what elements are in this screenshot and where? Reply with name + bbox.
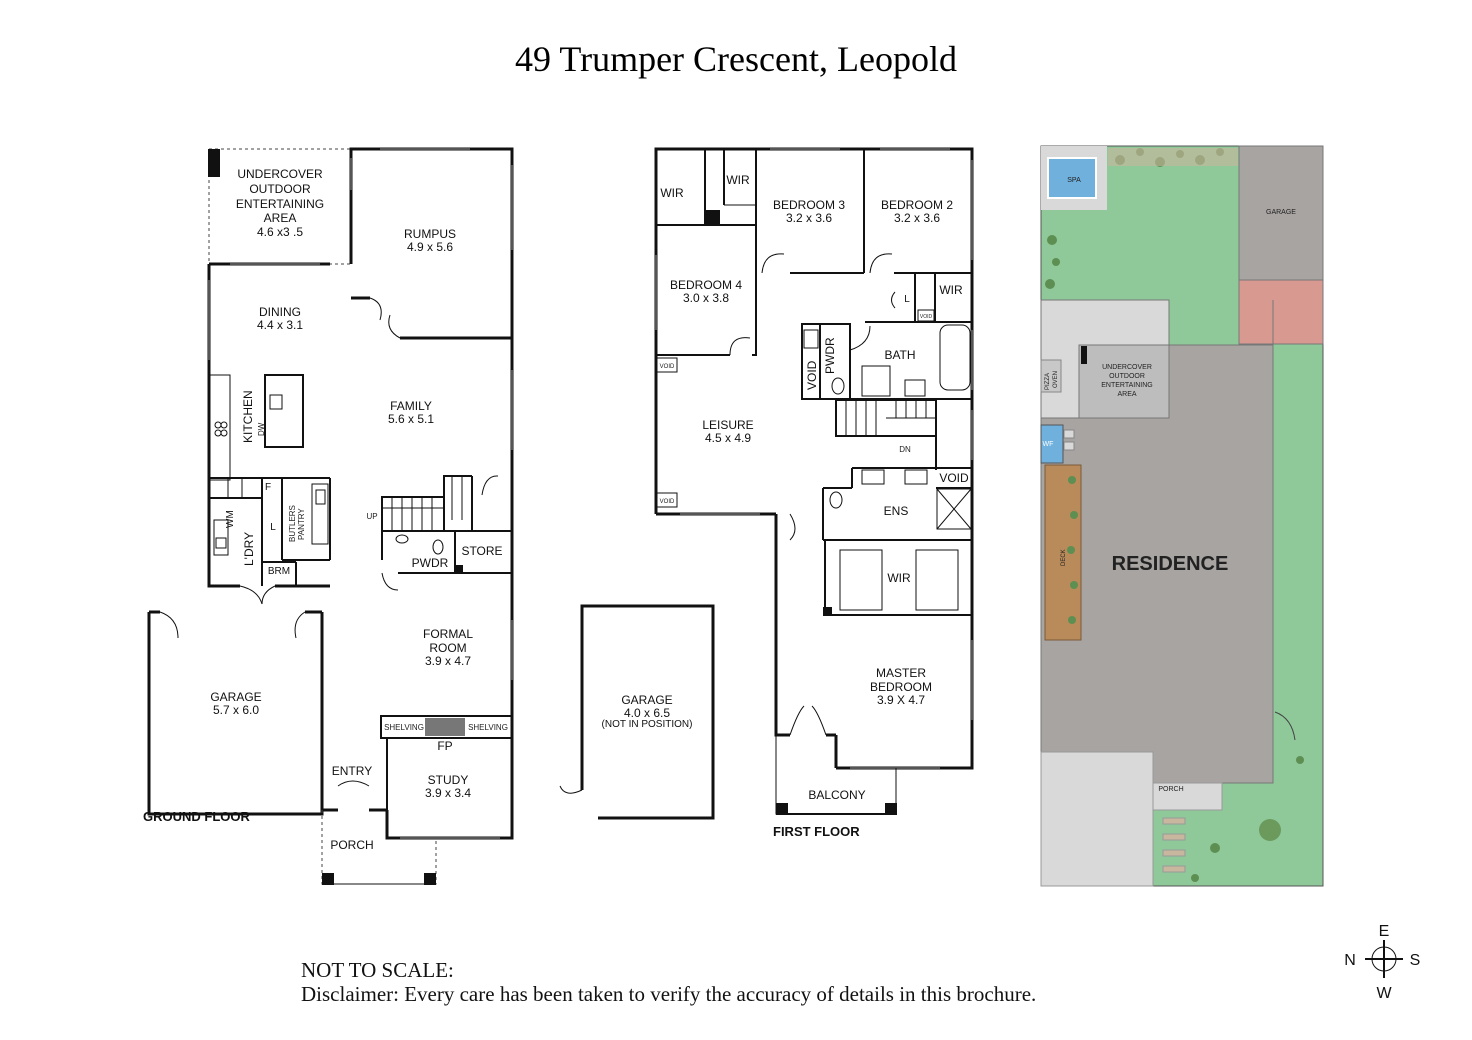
shelving-label: SHELVING xyxy=(468,723,508,732)
appliance-label: WM xyxy=(225,510,236,528)
garage-note: (NOT IN POSITION) xyxy=(602,719,693,730)
room-dims: 3.2 x 3.6 xyxy=(894,211,940,225)
room-label: WIR xyxy=(726,173,750,187)
room-label: ENTERTAINING xyxy=(236,197,324,211)
room-dims: 5.6 x 5.1 xyxy=(388,412,434,426)
room-label: AREA xyxy=(264,211,297,225)
room-dims: 3.9 X 4.7 xyxy=(877,693,925,707)
room-label: BEDROOM 3 xyxy=(773,198,845,212)
deck xyxy=(1044,464,1082,641)
floor-caption: FIRST FLOOR xyxy=(773,824,860,839)
site-label: GARAGE xyxy=(1266,209,1296,216)
stairs-label: UP xyxy=(366,512,377,521)
room-label: DINING xyxy=(259,305,301,319)
site-label: ENTERTAINING xyxy=(1101,382,1152,389)
detached-garage: GARAGE 4.0 x 6.5 (NOT IN POSITION) xyxy=(559,604,715,820)
room-label: L'DRY xyxy=(242,532,256,566)
room-label: FAMILY xyxy=(390,399,432,413)
room-label: WIR xyxy=(660,186,684,200)
room-label: BUTLERS xyxy=(288,505,297,542)
room-label: LEISURE xyxy=(702,418,753,432)
compass-label: E xyxy=(1379,923,1390,940)
room-label: WIR xyxy=(887,571,911,585)
disclaimer-text: Disclaimer: Every care has been taken to… xyxy=(301,982,1036,1006)
room-dims: 4.5 x 4.9 xyxy=(705,431,751,445)
room-label: BEDROOM xyxy=(870,680,932,694)
linen-label: L xyxy=(904,294,910,305)
site-label: AREA xyxy=(1117,391,1136,398)
linen-label: L xyxy=(270,522,276,533)
room-dims: 4.0 x 6.5 xyxy=(624,706,670,720)
stairs-first xyxy=(835,399,937,470)
room-dims: 3.0 x 3.8 xyxy=(683,291,729,305)
first-floor-plan xyxy=(654,147,974,815)
room-label: WIR xyxy=(939,283,963,297)
floor-caption: GROUND FLOOR xyxy=(143,809,250,824)
room-label: PANTRY xyxy=(297,508,306,540)
room-label: KITCHEN xyxy=(241,390,255,443)
site-garage xyxy=(1238,145,1324,281)
site-label: PORCH xyxy=(1158,786,1183,793)
ground-floor-labels: UNDERCOVER OUTDOOR ENTERTAINING AREA 4.6… xyxy=(143,167,508,852)
not-to-scale-note: NOT TO SCALE: xyxy=(301,958,454,982)
page-title: 49 Trumper Crescent, Leopold xyxy=(515,39,957,79)
room-dims: 3.9 x 4.7 xyxy=(425,654,471,668)
void-label: VOID xyxy=(660,499,675,505)
stairs-ground xyxy=(381,475,472,532)
first-floor-labels: WIR WIR BEDROOM 3 3.2 x 3.6 BEDROOM 2 3.… xyxy=(660,173,969,839)
fridge-label: F xyxy=(265,482,271,493)
site-label: OVEN xyxy=(1053,371,1059,388)
site-label: UNDERCOVER xyxy=(1102,364,1152,371)
room-label: STORE xyxy=(461,544,502,558)
spa xyxy=(1047,157,1097,199)
room-label: ROOM xyxy=(429,641,466,655)
compass-label: S xyxy=(1410,952,1421,969)
fireplace-label: FP xyxy=(437,739,452,753)
appliance-label: DW xyxy=(257,422,266,436)
site-label: OUTDOOR xyxy=(1109,373,1145,380)
room-label: ENTRY xyxy=(332,764,372,778)
room-label: PWDR xyxy=(412,556,449,570)
stairs-label: DN xyxy=(899,445,911,454)
compass-icon: E N S W xyxy=(1344,923,1420,1002)
room-label: OUTDOOR xyxy=(249,182,311,196)
site-label: PIZZA xyxy=(1045,373,1051,390)
room-dims: 3.9 x 3.4 xyxy=(425,786,471,800)
room-label: PORCH xyxy=(330,838,373,852)
void-label: VOID xyxy=(939,471,969,485)
site-label: SPA xyxy=(1067,177,1081,184)
room-label: BEDROOM 2 xyxy=(881,198,953,212)
shelving-label: SHELVING xyxy=(384,723,424,732)
site-label: DECK xyxy=(1061,549,1067,566)
site-label: WF xyxy=(1043,441,1054,448)
ground-floor-plan xyxy=(147,147,514,885)
room-dims: 5.7 x 6.0 xyxy=(213,703,259,717)
room-label: MASTER xyxy=(876,666,926,680)
column xyxy=(208,149,220,177)
room-label: RUMPUS xyxy=(404,227,456,241)
room-dims: 4.6 x3 .5 xyxy=(257,225,303,239)
room-label: GARAGE xyxy=(210,690,261,704)
room-label: GARAGE xyxy=(621,693,672,707)
void-label: VOID xyxy=(920,314,933,320)
room-dims: 4.9 x 5.6 xyxy=(407,240,453,254)
void-label: VOID xyxy=(805,360,819,390)
room-label: UNDERCOVER xyxy=(237,167,323,181)
room-label: ENS xyxy=(884,504,909,518)
compass-label: N xyxy=(1344,952,1356,969)
site-plan: SPA GARAGE PIZZA OVEN UNDERCOVER OUTDOOR… xyxy=(1040,145,1324,887)
void-label: VOID xyxy=(660,364,675,370)
room-label: BRM xyxy=(268,566,290,577)
room-dims: 4.4 x 3.1 xyxy=(257,318,303,332)
residence-label: RESIDENCE xyxy=(1112,553,1229,575)
compass-label: W xyxy=(1376,985,1392,1002)
room-label: FORMAL xyxy=(423,627,473,641)
room-dims: 3.2 x 3.6 xyxy=(786,211,832,225)
room-label: PWDR xyxy=(823,337,837,374)
room-label: STUDY xyxy=(428,773,469,787)
room-label: BATH xyxy=(884,348,915,362)
room-label: BALCONY xyxy=(808,788,865,802)
room-label: BEDROOM 4 xyxy=(670,278,742,292)
